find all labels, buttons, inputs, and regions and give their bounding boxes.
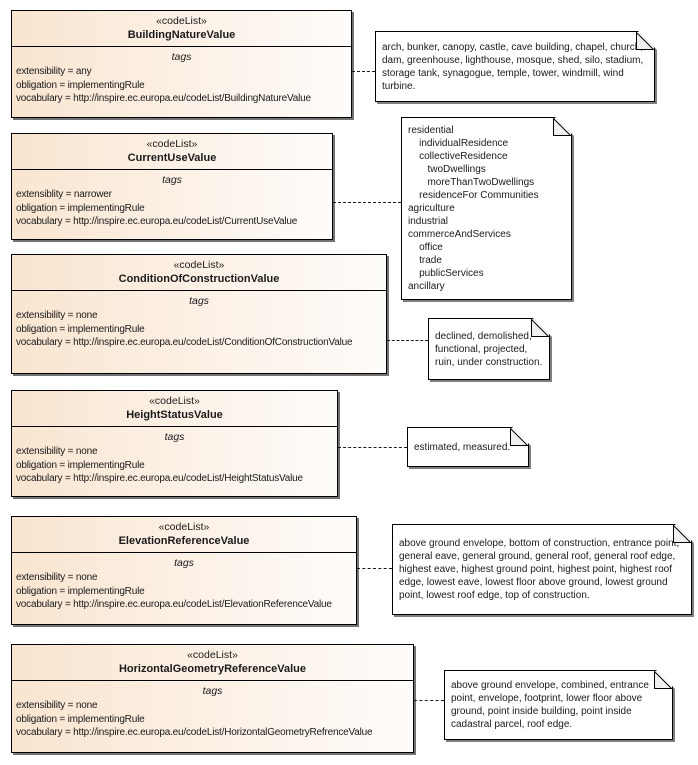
- stereotype-label: «codeList»: [173, 259, 225, 271]
- tag-line-vocabulary: vocabulary = http://inspire.ec.europa.eu…: [16, 216, 298, 227]
- connector-horizontal-geometry[interactable]: [414, 700, 444, 701]
- class-name: ConditionOfConstructionValue: [118, 273, 280, 285]
- class-box-current-use-value[interactable]: «codeList» CurrentUseValue tags extensib…: [11, 133, 333, 240]
- note-current-use-values[interactable]: residential individualResidence collecti…: [401, 117, 572, 300]
- class-tags-compartment: tags extensibility = none obligation = i…: [12, 681, 413, 742]
- tag-line-extensibility: extensibility = none: [16, 572, 98, 583]
- tag-line-obligation: obligation = implementingRule: [16, 585, 145, 597]
- note-text: estimated, measured.: [414, 441, 511, 453]
- class-name: HorizontalGeometryReferenceValue: [118, 663, 307, 675]
- tag-line-vocabulary: vocabulary = http://inspire.ec.europa.eu…: [16, 727, 373, 738]
- tags-label: tags: [174, 557, 194, 569]
- connector-condition-of-construction[interactable]: [387, 340, 428, 341]
- class-tags-compartment: tags extensibility = none obligation = i…: [12, 427, 337, 488]
- note-building-nature-values[interactable]: arch, bunker, canopy, castle, cave build…: [375, 31, 655, 102]
- connector-height-status[interactable]: [338, 447, 407, 448]
- note-text: arch, bunker, canopy, castle, cave build…: [382, 41, 647, 92]
- class-name: ElevationReferenceValue: [118, 535, 250, 547]
- note-text: above ground envelope, combined, entranc…: [451, 680, 652, 730]
- class-tags-compartment: tags extensiblity = narrower obligation …: [12, 170, 332, 231]
- class-box-height-status-value[interactable]: «codeList» HeightStatusValue tags extens…: [11, 390, 338, 497]
- tag-line-extensibility: extensibility = none: [16, 310, 98, 321]
- class-box-horizontal-geometry-reference-value[interactable]: «codeList» HorizontalGeometryReferenceVa…: [11, 644, 414, 753]
- class-tags-compartment: tags extensibility = any obligation = im…: [12, 47, 351, 108]
- tag-line-vocabulary: vocabulary = http://inspire.ec.europa.eu…: [16, 93, 311, 104]
- connector-current-use[interactable]: [333, 202, 401, 203]
- class-name: BuildingNatureValue: [127, 29, 236, 41]
- tag-line-extensibility: extensibility = none: [16, 700, 98, 711]
- class-header: «codeList» BuildingNatureValue: [12, 11, 351, 47]
- stereotype-label: «codeList»: [149, 395, 200, 407]
- tag-line-obligation: obligation = implementingRule: [16, 323, 145, 335]
- class-tags-compartment: tags extensibility = none obligation = i…: [12, 291, 386, 352]
- tag-line-vocabulary: vocabulary = http://inspire.ec.europa.eu…: [16, 337, 353, 348]
- class-box-elevation-reference-value[interactable]: «codeList» ElevationReferenceValue tags …: [11, 516, 357, 625]
- tags-label: tags: [171, 51, 192, 63]
- stereotype-label: «codeList»: [146, 138, 198, 150]
- class-tags-compartment: tags extensibility = none obligation = i…: [12, 553, 356, 614]
- note-text: declined, demolished, functional, projec…: [435, 330, 543, 368]
- tags-label: tags: [164, 431, 185, 443]
- class-header: «codeList» ConditionOfConstructionValue: [12, 255, 386, 291]
- tags-label: tags: [189, 295, 209, 307]
- connector-elevation-reference[interactable]: [357, 568, 392, 569]
- class-header: «codeList» ElevationReferenceValue: [12, 517, 356, 553]
- note-condition-of-construction-values[interactable]: declined, demolished, functional, projec…: [428, 318, 550, 380]
- stereotype-label: «codeList»: [187, 649, 238, 661]
- tags-label: tags: [162, 174, 182, 186]
- class-header: «codeList» HorizontalGeometryReferenceVa…: [12, 645, 413, 681]
- stereotype-label: «codeList»: [156, 15, 207, 27]
- connector-building-nature[interactable]: [352, 71, 375, 72]
- tag-line-obligation: obligation = implementingRule: [16, 79, 145, 91]
- class-header: «codeList» HeightStatusValue: [12, 391, 337, 427]
- note-height-status-values[interactable]: estimated, measured.: [407, 427, 529, 467]
- note-text: above ground envelope, bottom of constru…: [399, 538, 682, 601]
- tag-line-vocabulary: vocabulary = http://inspire.ec.europa.eu…: [16, 473, 303, 484]
- tag-line-extensibility: extensibility = none: [16, 446, 98, 457]
- tag-line-extensibility: extensiblity = narrower: [16, 189, 112, 200]
- tag-line-extensibility: extensibility = any: [16, 66, 92, 77]
- tag-line-obligation: obligation = implementingRule: [16, 202, 145, 214]
- tag-line-obligation: obligation = implementingRule: [16, 459, 145, 471]
- class-name: CurrentUseValue: [127, 152, 217, 164]
- class-box-building-nature-value[interactable]: «codeList» BuildingNatureValue tags exte…: [11, 10, 352, 118]
- class-header: «codeList» CurrentUseValue: [12, 134, 332, 170]
- class-name: HeightStatusValue: [126, 409, 223, 421]
- note-horizontal-geometry-reference-values[interactable]: above ground envelope, combined, entranc…: [444, 670, 673, 740]
- class-box-condition-of-construction-value[interactable]: «codeList» ConditionOfConstructionValue …: [11, 254, 387, 374]
- note-text: residential individualResidence collecti…: [408, 125, 539, 292]
- note-elevation-reference-values[interactable]: above ground envelope, bottom of constru…: [392, 524, 692, 615]
- tag-line-vocabulary: vocabulary = http://inspire.ec.europa.eu…: [16, 599, 332, 610]
- tags-label: tags: [202, 685, 223, 697]
- tag-line-obligation: obligation = implementingRule: [16, 713, 145, 725]
- stereotype-label: «codeList»: [158, 521, 210, 533]
